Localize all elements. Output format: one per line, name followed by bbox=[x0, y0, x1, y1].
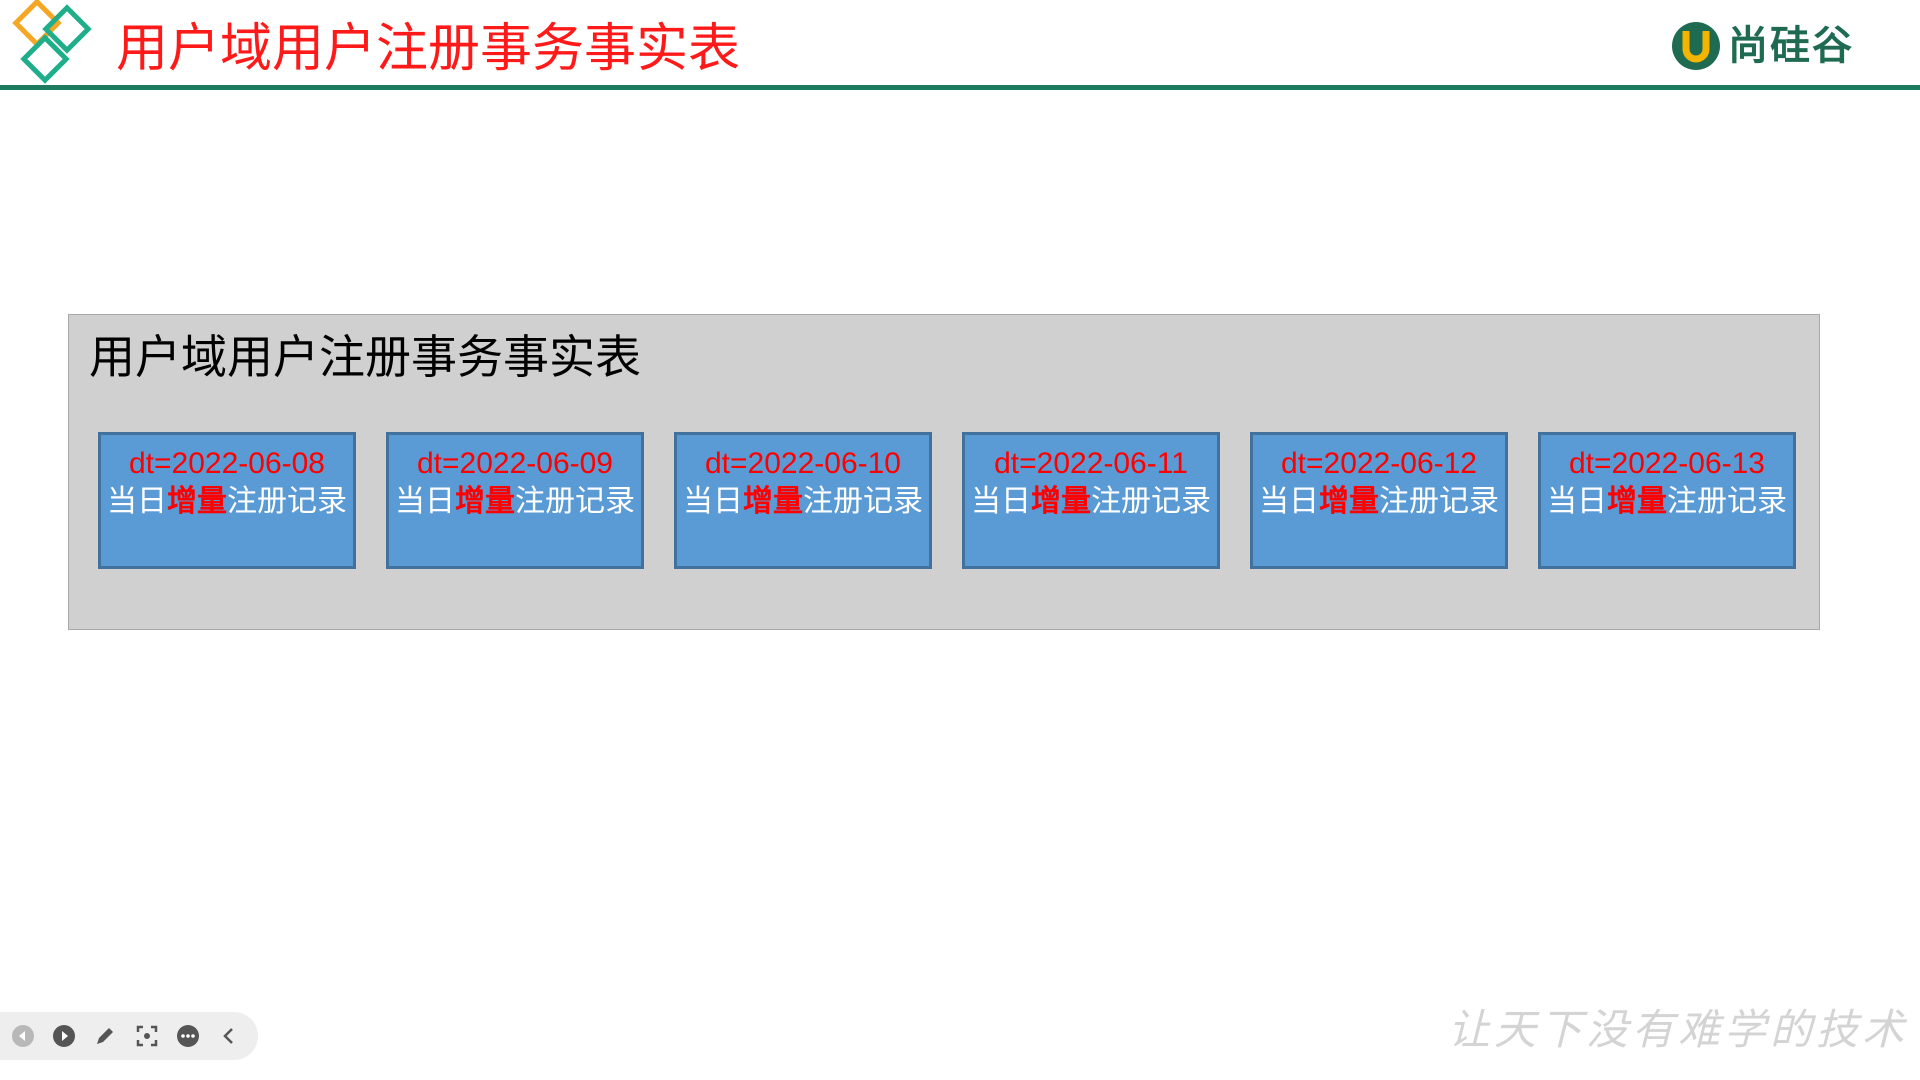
more-button[interactable] bbox=[175, 1023, 200, 1049]
partition-box: dt=2022-06-13 当日增量注册记录 bbox=[1538, 432, 1796, 569]
logo-diamonds-icon bbox=[12, 0, 92, 84]
fact-table-panel: 用户域用户注册事务事实表 dt=2022-06-08 当日增量注册记录 dt=2… bbox=[68, 314, 1820, 630]
highlight-text: 增量 bbox=[167, 484, 227, 519]
highlight-text: 增量 bbox=[455, 484, 515, 519]
zoom-icon bbox=[136, 1025, 157, 1047]
previous-icon bbox=[11, 1025, 34, 1047]
panel-title: 用户域用户注册事务事实表 bbox=[89, 330, 641, 384]
partition-description: 当日增量注册记录 bbox=[683, 484, 923, 519]
next-icon bbox=[52, 1025, 75, 1047]
highlight-text: 增量 bbox=[743, 484, 803, 519]
highlight-text: 增量 bbox=[1607, 484, 1667, 519]
partition-date: dt=2022-06-08 bbox=[129, 447, 325, 480]
header-divider bbox=[0, 85, 1920, 90]
more-icon bbox=[176, 1025, 199, 1047]
partition-description: 当日增量注册记录 bbox=[1547, 484, 1787, 519]
partition-box: dt=2022-06-10 当日增量注册记录 bbox=[674, 432, 932, 569]
partition-date: dt=2022-06-09 bbox=[417, 447, 613, 480]
footer-slogan: 让天下没有难学的技术 bbox=[1448, 1005, 1909, 1054]
partition-description: 当日增量注册记录 bbox=[1259, 484, 1499, 519]
slide-title: 用户域用户注册事务事实表 bbox=[116, 19, 741, 79]
collapse-icon bbox=[223, 1028, 234, 1044]
pen-icon bbox=[97, 1028, 114, 1044]
highlight-text: 增量 bbox=[1031, 484, 1091, 519]
partition-date: dt=2022-06-10 bbox=[705, 447, 901, 480]
next-slide-button[interactable] bbox=[51, 1023, 76, 1049]
partition-box: dt=2022-06-09 当日增量注册记录 bbox=[386, 432, 644, 569]
previous-slide-button[interactable] bbox=[10, 1023, 35, 1049]
brand-logo: 尚硅谷 bbox=[1670, 18, 1854, 74]
partition-date: dt=2022-06-13 bbox=[1569, 447, 1765, 480]
partition-description: 当日增量注册记录 bbox=[971, 484, 1211, 519]
highlight-text: 增量 bbox=[1319, 484, 1379, 519]
brand-name: 尚硅谷 bbox=[1728, 23, 1854, 69]
partition-date: dt=2022-06-12 bbox=[1281, 447, 1477, 480]
partition-box: dt=2022-06-08 当日增量注册记录 bbox=[98, 432, 356, 569]
partition-description: 当日增量注册记录 bbox=[395, 484, 635, 519]
zoom-button[interactable] bbox=[134, 1023, 159, 1049]
pen-button[interactable] bbox=[93, 1023, 118, 1049]
presentation-toolbar bbox=[0, 1012, 258, 1060]
partition-box: dt=2022-06-12 当日增量注册记录 bbox=[1250, 432, 1508, 569]
brand-u-icon bbox=[1672, 22, 1720, 70]
partition-description: 当日增量注册记录 bbox=[107, 484, 347, 519]
partition-box: dt=2022-06-11 当日增量注册记录 bbox=[962, 432, 1220, 569]
collapse-toolbar-button[interactable] bbox=[217, 1023, 242, 1049]
partition-date: dt=2022-06-11 bbox=[994, 447, 1188, 480]
